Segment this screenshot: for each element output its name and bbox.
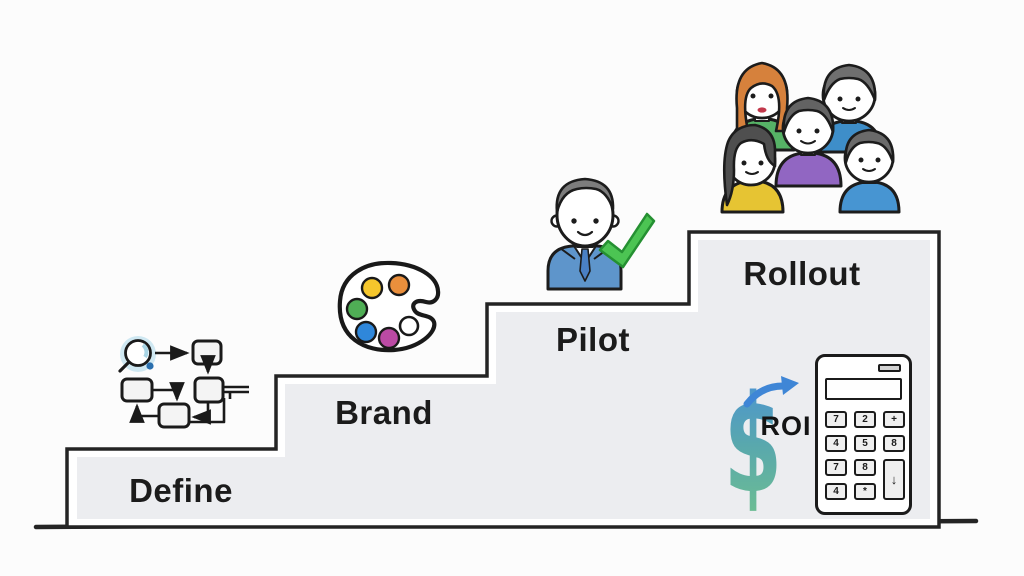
staircase-shape [65, 230, 941, 529]
calculator-key: 4 [825, 435, 847, 452]
calculator-key: 5 [854, 435, 876, 452]
flowchart-icon [118, 336, 249, 429]
calculator-key: 4 [825, 483, 847, 500]
calculator-key: + [883, 411, 905, 428]
calculator-key: * [854, 483, 876, 500]
step-label-brand: Brand [335, 394, 433, 431]
step-label-define: Define [129, 472, 233, 509]
checkmark-icon [598, 212, 656, 269]
calculator-power-button [878, 364, 901, 372]
calculator-key: 7 [825, 459, 847, 476]
roi-growth-icon: $ [724, 367, 799, 523]
calculator-key: 8 [854, 459, 876, 476]
calculator-display [825, 378, 902, 400]
roi-label: ROI [760, 411, 812, 441]
palette-icon [337, 260, 441, 353]
calculator-key-tall: ↓ [883, 459, 905, 500]
growth-arrow-icon [743, 382, 787, 408]
step-label-rollout: Rollout [743, 255, 861, 292]
calculator-key: 2 [854, 411, 876, 428]
calculator-key: 8 [883, 435, 905, 452]
step-label-pilot: Pilot [556, 321, 630, 358]
dollar-sign: $ [724, 367, 782, 523]
people-group-icon [720, 61, 901, 214]
calculator-key: 7 [825, 411, 847, 428]
calculator-icon: 7 2 + 4 5 8 7 8 ↓ 4 * [815, 354, 912, 515]
person-check-icon [546, 177, 656, 291]
calculator-keypad: 7 2 + 4 5 8 7 8 ↓ 4 * [825, 411, 905, 500]
